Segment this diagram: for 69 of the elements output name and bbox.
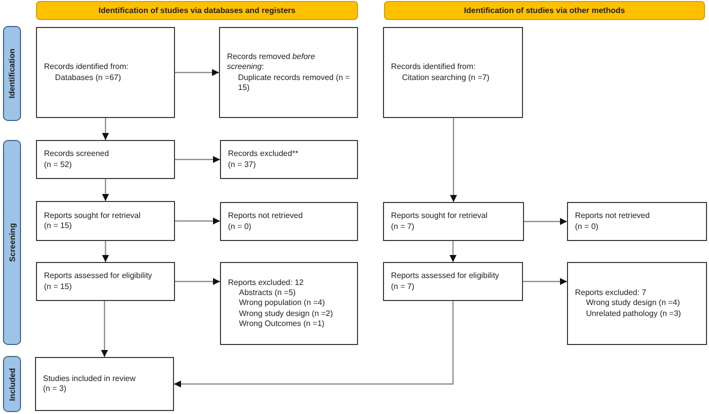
process-box [35,357,174,411]
box-text: Reports not retrieved [575,211,651,222]
box-detail-text: (n = 3) [43,384,68,394]
process-box [219,27,358,118]
arrow [449,241,457,262]
box-detail-text: Unrelated pathology (n =3) [585,308,682,320]
arrow [100,301,108,357]
box-text: Records removed before screening: [227,52,316,72]
phase-label-band [3,26,21,121]
arrow [450,118,458,202]
box-text: Records screened [44,149,110,160]
arrow [175,68,219,76]
phase-label: Identification [8,48,16,98]
box-text: Reports sought for retrieval [391,211,488,222]
box-text: Reports excluded: 12 [228,278,305,288]
box-text: Studies included in review [43,374,136,384]
box-detail-text: (n = 15) [44,221,73,232]
arrow [175,278,220,286]
box-detail-text: (n = 52) [44,160,73,170]
box-text: Reports assessed for eligibility [391,271,500,282]
arrow [175,156,220,164]
arrow [174,301,454,388]
box-detail-text: Abstracts (n =5) [238,288,297,298]
process-box [36,140,175,179]
phase-label-band [3,140,21,345]
process-box [383,202,524,241]
process-box [36,201,175,241]
phase-label: Screening [8,223,16,262]
box-text: Records identified from: [391,62,476,72]
process-box [567,202,707,241]
section-title: Identification of studies via other methods [464,6,625,15]
process-box [36,27,175,118]
box-detail-text: Wrong study design (n =2) [238,308,334,320]
process-box [220,140,358,179]
phase-label-band [3,356,21,412]
box-text: Reports excluded: 7 [575,288,648,298]
box-detail-text: Databases (n =67) [54,72,122,83]
box-text: Reports not retrieved [228,211,304,222]
phase-label: Included [8,368,16,400]
box-text: Reports sought for retrieval [44,210,142,221]
arrow [524,218,567,226]
process-box [383,262,523,301]
arrow [102,179,110,201]
process-box [567,262,707,345]
box-detail-text: (n = 0) [228,222,252,232]
process-box [383,27,523,118]
process-box [220,262,358,345]
box-detail-text: Wrong study design (n =4) [585,298,681,309]
box-detail-text: Wrong population (n =4) [238,298,326,309]
box-detail-text: Citation searching (n =7) [401,72,490,83]
process-box [36,262,175,301]
box-detail-text: (n = 37) [228,160,257,170]
box-detail-text: (n = 7) [391,222,416,232]
box-text: Reports assessed for eligibility [44,271,154,282]
box-detail-text: Duplicate records removed (n = 15) [237,72,350,94]
arrow [175,217,220,225]
section-title: Identification of studies via databases and registers [98,6,296,15]
box-detail-text: (n = 7) [391,282,416,292]
arrow [102,241,110,262]
arrow [523,278,567,286]
box-detail-text: (n = 0) [575,222,600,232]
box-detail-text: (n = 15) [44,282,73,292]
section-header-band [384,1,705,20]
arrow [102,118,110,140]
box-detail-text: Wrong Outcomes (n =1) [238,319,326,330]
process-box [220,202,358,241]
box-text: Records excluded** [228,149,300,160]
box-text: Records identified from: [44,62,130,72]
section-header-band [36,1,358,20]
